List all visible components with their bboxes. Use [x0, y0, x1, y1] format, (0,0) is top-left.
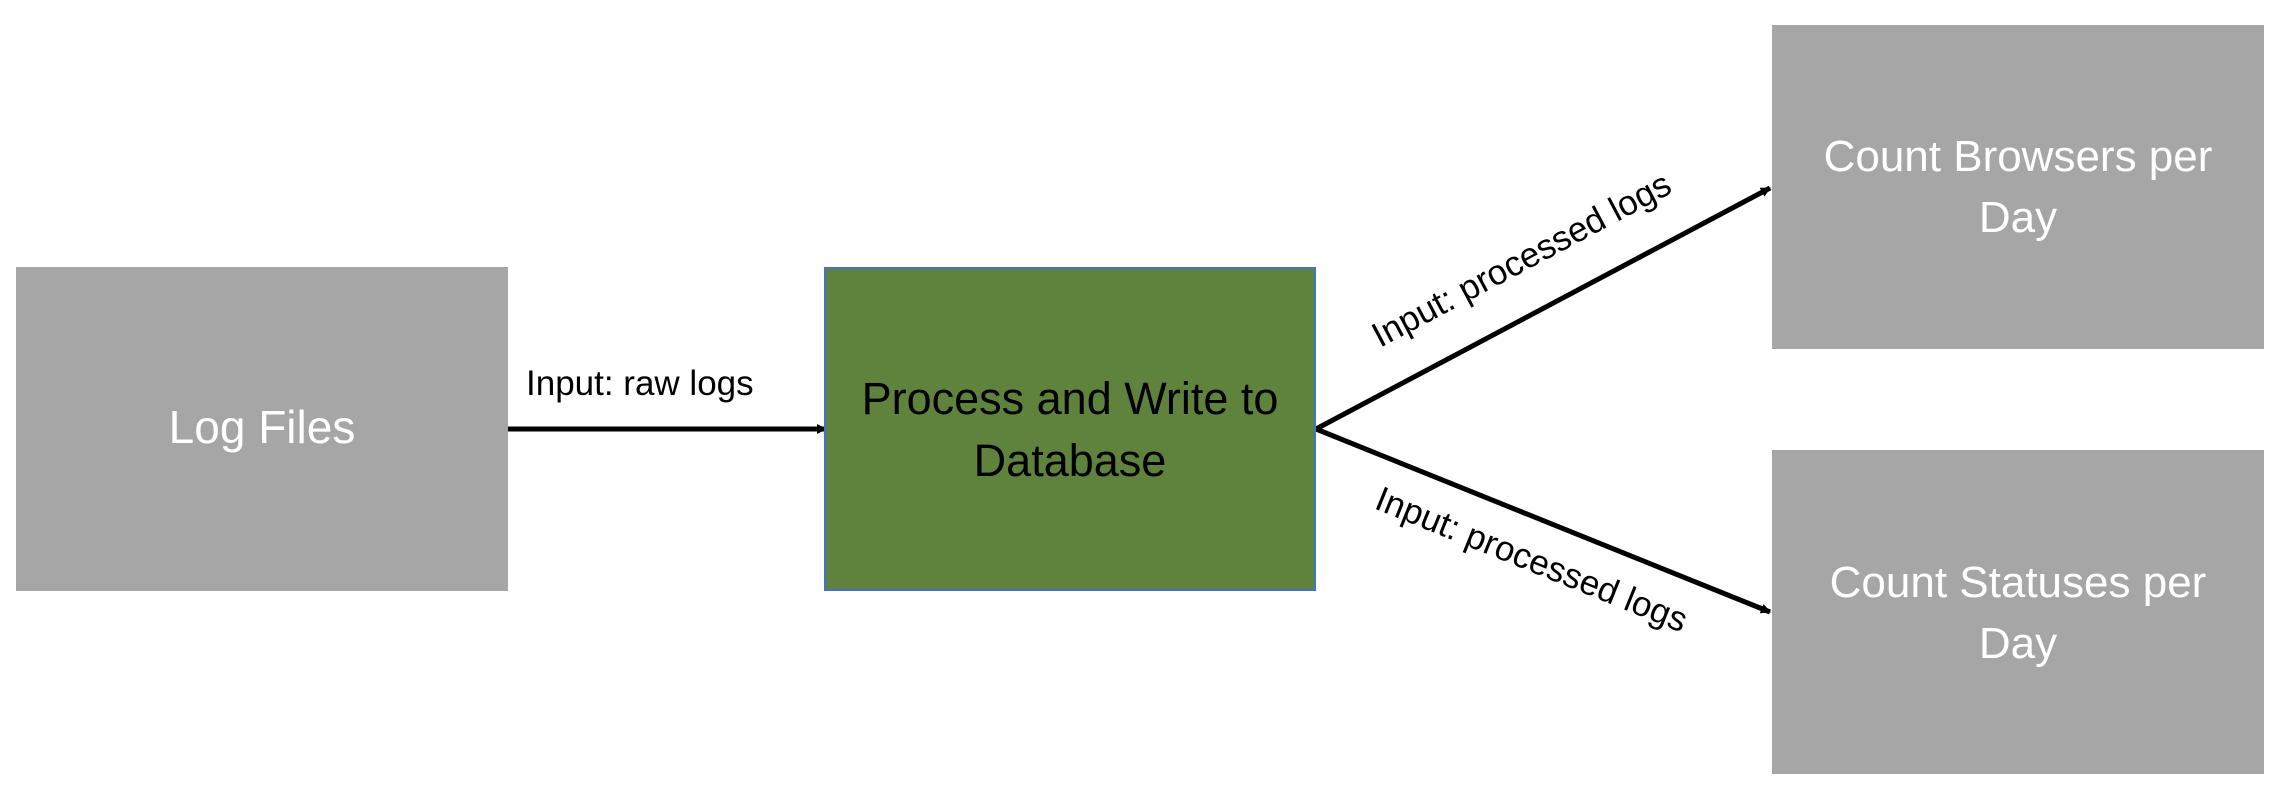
edge-processed-to-statuses: Input: processed logs — [1315, 426, 1771, 640]
node-statuses-box — [1772, 450, 2264, 774]
node-log-files: Log Files — [16, 267, 508, 591]
node-statuses: Count Statuses per Day — [1772, 450, 2264, 774]
node-process-label-line2: Database — [974, 435, 1167, 486]
node-browsers-box — [1772, 25, 2264, 349]
node-log-files-box — [16, 267, 508, 591]
node-browsers-label-line1: Count Browsers per — [1824, 132, 2213, 181]
node-statuses-label-line2: Day — [1979, 619, 2057, 668]
node-process-box — [824, 267, 1316, 591]
node-browsers: Count Browsers per Day — [1772, 25, 2264, 349]
edge-processed-to-browsers: Input: processed logs — [1314, 164, 1772, 432]
node-log-files-label: Log Files — [169, 401, 356, 453]
node-statuses-label-line1: Count Statuses per — [1830, 558, 2207, 607]
arrow-process-to-statuses — [1315, 426, 1771, 615]
node-browsers-label-line2: Day — [1979, 193, 2057, 242]
edge-label-raw-logs: Input: raw logs — [526, 364, 754, 403]
node-process-label-line1: Process and Write to — [862, 373, 1279, 424]
edge-raw-logs: Input: raw logs — [508, 364, 827, 434]
node-process: Process and Write to Database — [824, 267, 1316, 591]
arrow-process-to-browsers — [1314, 185, 1772, 432]
